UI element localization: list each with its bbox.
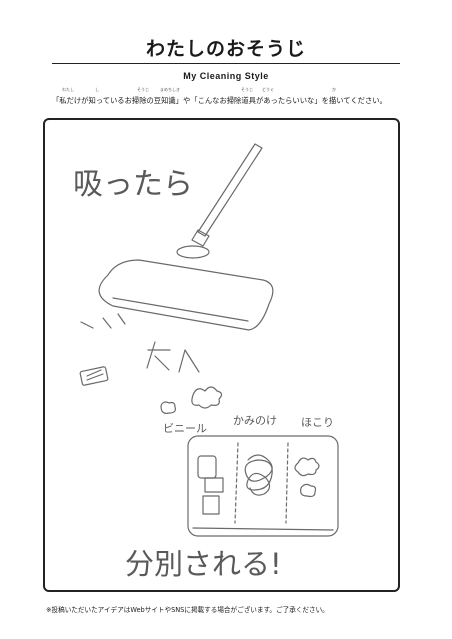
dust-blob-right	[294, 457, 320, 477]
dust-cloud-small	[160, 401, 176, 414]
vacuum-neck	[191, 229, 210, 247]
motion-lines	[80, 313, 126, 329]
item-label-hair: かみのけ	[233, 414, 277, 427]
caption-bottom: 分別される!	[125, 547, 282, 581]
page-title: わたしのおそうじ	[145, 38, 306, 60]
item-label-dust: ほこり	[301, 416, 334, 429]
tray-divider-left	[234, 442, 239, 524]
pencil-drawing: 吸ったら ビニール かみのけ ほこり 分別される!	[73, 143, 339, 581]
caption-top: 吸ったら	[73, 167, 193, 202]
plastic-wrapper-sketch	[79, 366, 109, 386]
furigana-watashi: わたし	[62, 87, 74, 92]
furigana-mamechishiki: まめちしき	[160, 87, 180, 92]
furigana-dougu: どうぐ	[262, 87, 274, 92]
furigana-souji-1: そうじ	[137, 87, 149, 92]
furigana-shi: し	[95, 87, 99, 92]
debris-doodle	[146, 341, 200, 373]
drawing-frame	[43, 118, 400, 592]
hair-scribble	[244, 454, 273, 496]
vacuum-joint	[176, 245, 210, 259]
instruction-text: 「私だけが知っているお掃除の豆知識」や「こんなお掃除道具があったらいいな」を描い…	[52, 96, 387, 105]
item-label-plastic: ビニール	[163, 422, 207, 435]
vacuum-head	[98, 259, 274, 331]
dust-cloud-sketch	[191, 386, 223, 409]
tray-divider-right	[285, 442, 289, 524]
furigana-souji-2: そうじ	[241, 87, 253, 92]
vacuum-handle	[197, 143, 263, 237]
page-subtitle: My Cleaning Style	[183, 71, 269, 81]
footer-note: ※投稿いただいたアイデアはWebサイトやSNSに掲載する場合がございます。ご了承…	[46, 606, 329, 614]
title-divider	[52, 63, 400, 64]
sorting-tray	[187, 435, 339, 537]
furigana-ka: か	[332, 87, 336, 92]
